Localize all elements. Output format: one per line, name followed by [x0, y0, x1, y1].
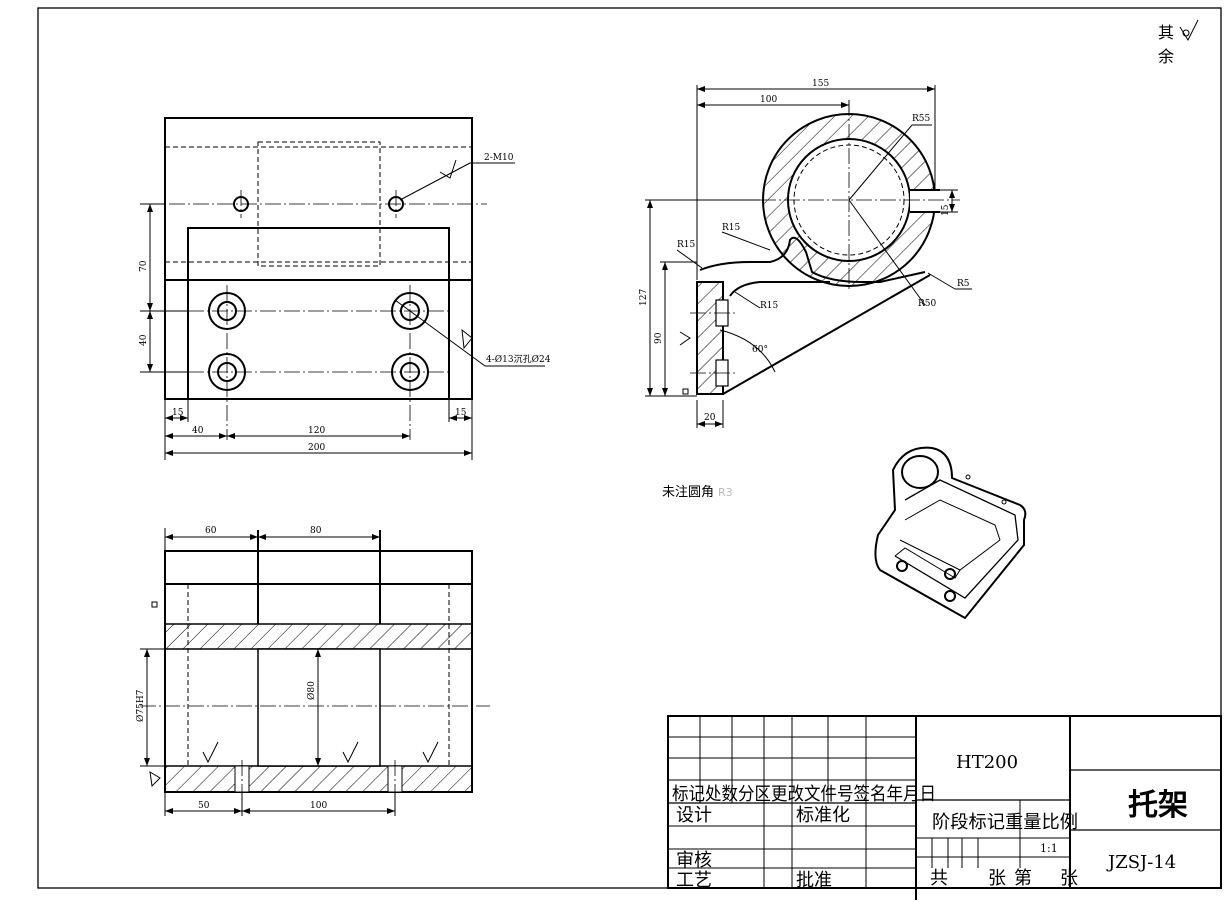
hole-note: 4-Ø13沉孔Ø24	[486, 354, 551, 365]
r5-label: R5	[957, 279, 970, 289]
roughness-symbol-icon	[1179, 19, 1199, 42]
roughness-mark-icon	[439, 159, 457, 179]
drawing-number: JZSJ-14	[1106, 852, 1176, 873]
r15-left-label: R15	[677, 240, 696, 250]
dia-75-label: Ø75H7	[135, 689, 146, 722]
dim-80: 80	[310, 526, 322, 536]
r15-bottom-label: R15	[760, 301, 779, 311]
r15-top-label: R15	[722, 223, 741, 233]
datum-mark-icon	[682, 388, 689, 395]
dim-155: 155	[812, 79, 829, 89]
dia-80-label: Ø80	[306, 681, 317, 700]
angle-60-label: 60°	[752, 345, 768, 355]
part-name: 托架	[1128, 788, 1188, 823]
process-label: 工艺	[676, 870, 712, 891]
standardization-label: 标准化	[796, 805, 850, 826]
dim-15-side: 15	[941, 204, 951, 216]
dim-120: 120	[308, 426, 325, 436]
revision-header: 标记处数分区更改文件号签名年月日	[672, 784, 936, 805]
approve-label: 批准	[796, 870, 832, 891]
design-label: 设计	[676, 805, 712, 826]
dim-100-top-view: 100	[310, 801, 327, 811]
thread-hole-right-icon	[388, 190, 404, 218]
dim-20: 20	[704, 413, 716, 423]
corner-note-line2: 余	[1158, 47, 1174, 66]
dim-100: 100	[760, 95, 777, 105]
sheet-unit-label: 张	[988, 868, 1006, 889]
dim-60: 60	[205, 526, 217, 536]
corner-note-line1: 其	[1158, 23, 1174, 42]
front-view: 2-M10 4-Ø13沉孔Ø24 70 40 15 15 40 120 200	[139, 117, 551, 460]
top-view: 60 80 Ø75H7 Ø80 50 100	[135, 526, 490, 816]
fillet-note-value: R3	[718, 486, 733, 499]
review-label: 审核	[676, 850, 712, 871]
dim-40: 40	[192, 426, 204, 436]
dim-90: 90	[654, 332, 664, 344]
dim-127: 127	[639, 289, 649, 306]
dim-70: 70	[139, 260, 149, 272]
material-label: HT200	[956, 752, 1018, 773]
scale-value: 1:1	[1040, 842, 1058, 855]
sheet-unit-label: 张	[1060, 868, 1078, 889]
dim-40-vertical: 40	[139, 334, 149, 346]
r50-label: R50	[918, 299, 937, 309]
dim-50: 50	[198, 801, 210, 811]
counterbore-hole-icon	[208, 292, 429, 391]
r55-label: R55	[912, 114, 931, 124]
stage-header: 阶段标记重量比例	[932, 812, 1078, 833]
drawing-border	[37, 7, 1222, 889]
roughness-mark-icon	[679, 331, 691, 346]
sheet-of-label: 第	[1014, 868, 1032, 889]
side-view: 155 100 R55 R15 R15 R15 R50 R5 15 127 90	[639, 79, 972, 428]
dim-200: 200	[308, 443, 325, 453]
thread-note: 2-M10	[484, 153, 514, 163]
dim-15-right: 15	[455, 408, 467, 418]
dim-15-left: 15	[172, 408, 184, 418]
corner-roughness-note: 其 余	[1158, 19, 1199, 66]
fillet-note-label: 未注圆角	[662, 485, 714, 500]
title-block: HT200 托架 JZSJ-14 1:1 标记处数分区更改文件号签名年月日 设计…	[667, 715, 1222, 900]
roughness-mark-icon	[149, 741, 439, 788]
roughness-mark-icon	[461, 328, 473, 350]
sheet-total-label: 共	[930, 868, 948, 889]
thread-hole-left-icon	[233, 190, 249, 218]
isometric-view	[874, 446, 1027, 620]
datum-mark-icon	[151, 601, 158, 608]
